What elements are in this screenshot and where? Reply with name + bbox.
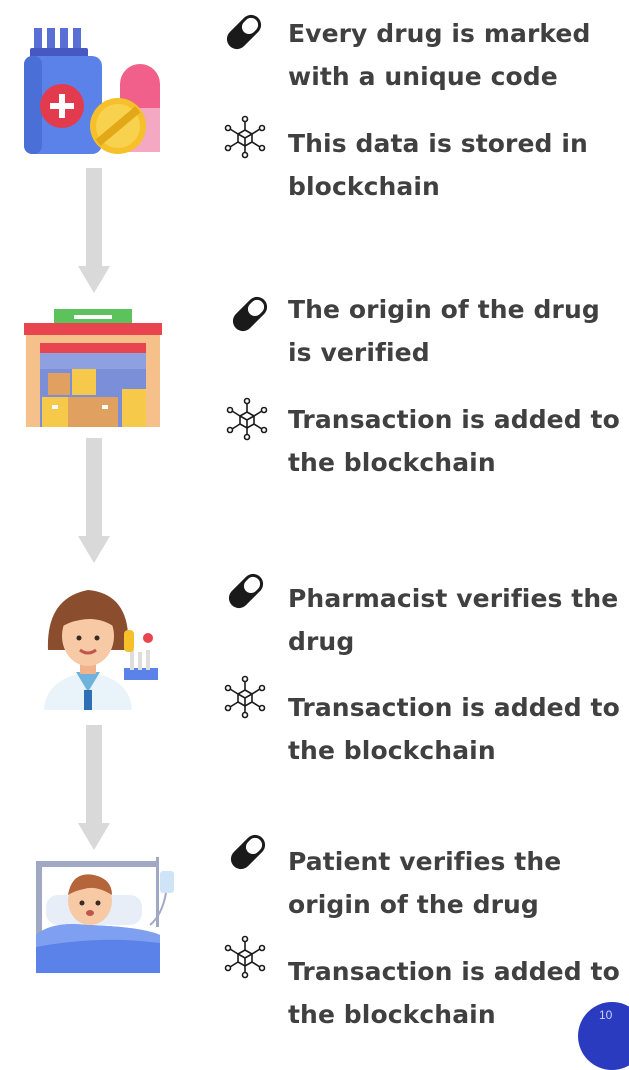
pill-icon	[232, 296, 268, 332]
stage-4-item-2-text: Transaction is added to the blockchain	[288, 957, 620, 1029]
stage-1-item-1-text: Every drug is marked with a unique code	[288, 19, 591, 91]
blockchain-network-icon	[226, 397, 268, 441]
pharmacist-icon	[44, 590, 158, 710]
page-number: 10	[599, 1008, 613, 1022]
pill-icon	[226, 14, 262, 50]
patient-icon	[36, 857, 174, 973]
pill-icon	[230, 834, 266, 870]
blockchain-network-icon	[224, 115, 266, 159]
blockchain-network-icon	[224, 935, 266, 979]
flow-arrow-3	[78, 725, 110, 850]
pill-icon	[228, 573, 264, 609]
blockchain-network-icon	[224, 675, 266, 719]
stage-3-item-1-text: Pharmacist verifies the drug	[288, 584, 619, 656]
warehouse-icon	[24, 309, 162, 427]
stage-2-item-1-text: The origin of the drug is verified	[288, 295, 600, 367]
medicine-bottle-icon	[24, 28, 160, 154]
stage-3-item-2-text: Transaction is added to the blockchain	[288, 693, 620, 765]
stage-1-item-2-text: This data is stored in blockchain	[288, 129, 588, 201]
flow-arrow-2	[78, 438, 110, 563]
stage-2-item-2-text: Transaction is added to the blockchain	[288, 405, 620, 477]
stage-4-item-1-text: Patient verifies the origin of the drug	[288, 847, 562, 919]
flow-arrow-1	[78, 168, 110, 293]
